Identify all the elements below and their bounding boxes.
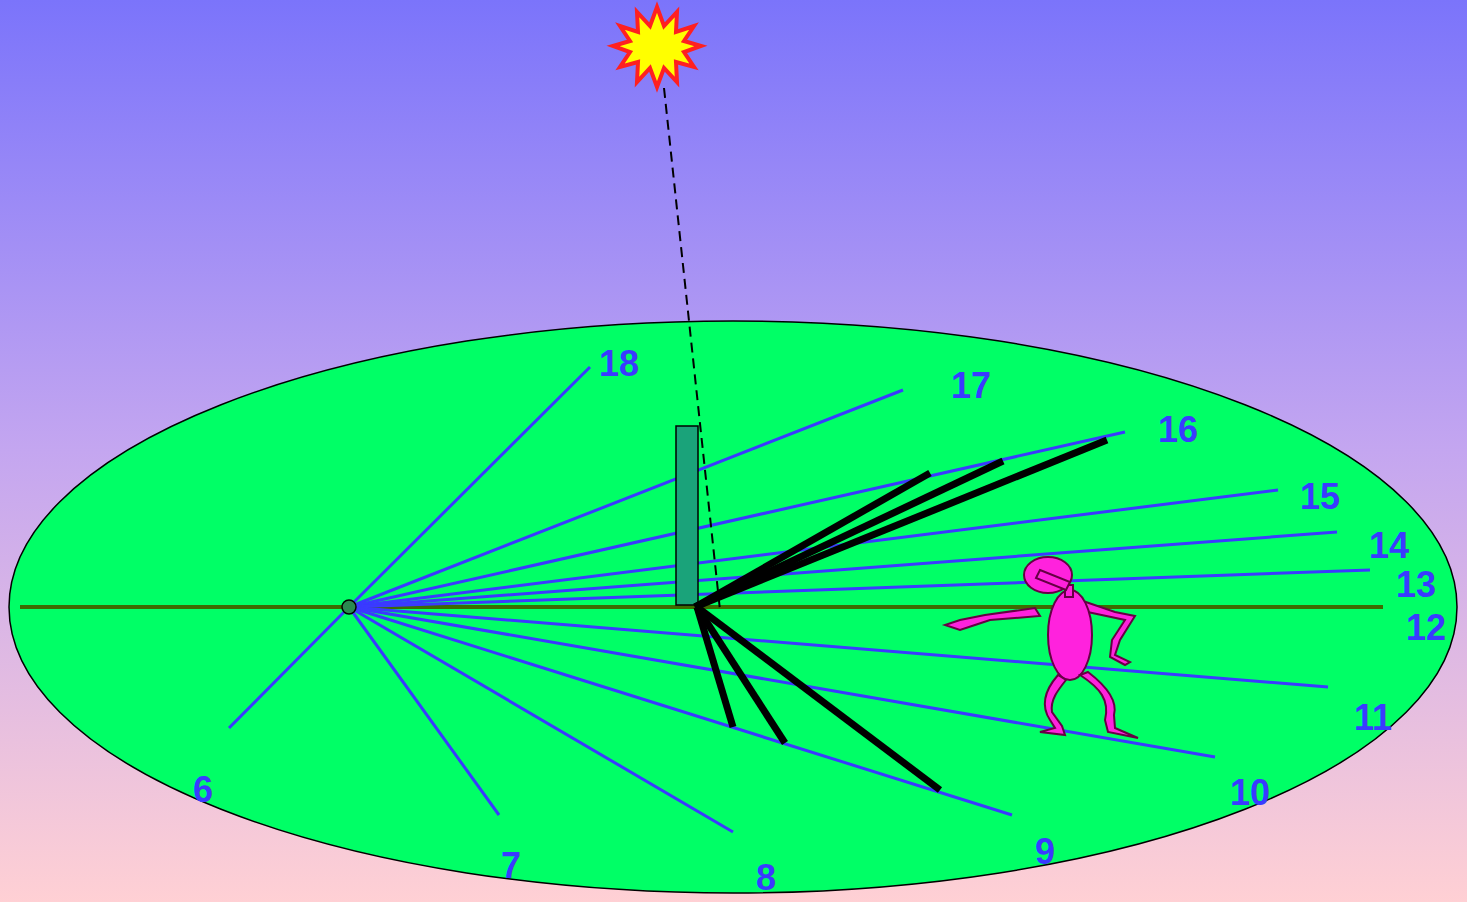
hour-lines [229, 367, 1370, 832]
hour-number: 7 [501, 848, 521, 884]
hour-number: 12 [1406, 610, 1446, 646]
hour-number: 9 [1035, 834, 1055, 870]
hour-number: 17 [951, 368, 991, 404]
hour-number: 10 [1230, 775, 1270, 811]
hour-number: 18 [599, 346, 639, 382]
shadows [695, 440, 1107, 790]
hour-number: 6 [193, 772, 213, 808]
hour-number: 14 [1369, 528, 1409, 564]
hour-number: 11 [1354, 700, 1392, 736]
hour-number: 15 [1300, 479, 1340, 515]
sun [613, 7, 701, 87]
gnomon [676, 426, 698, 605]
person-figure [945, 557, 1138, 738]
origin-point [342, 600, 356, 614]
hour-number: 13 [1396, 567, 1436, 603]
sun-ray [664, 88, 720, 610]
ground-plane [9, 321, 1457, 893]
hour-number: 8 [756, 860, 776, 896]
hour-number: 16 [1158, 412, 1198, 448]
